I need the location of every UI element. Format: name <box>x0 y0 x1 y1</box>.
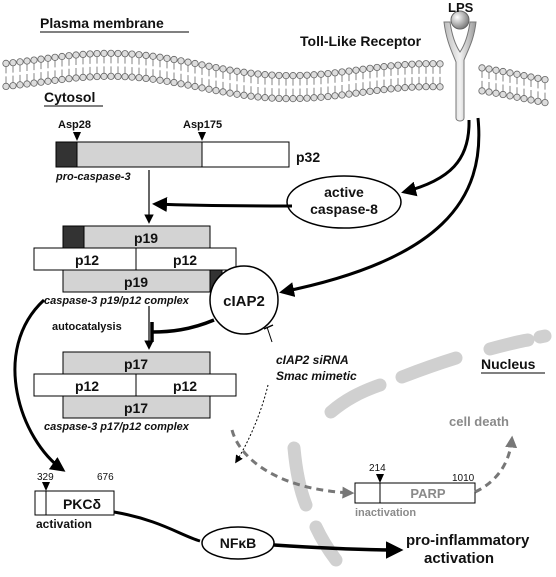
active-caspase-8: active caspase-8 <box>286 175 402 229</box>
svg-text:cIAP2: cIAP2 <box>223 293 265 310</box>
pkc-delta: 329 676 PKCδ activation <box>34 472 115 531</box>
sirna-label: cIAP2 siRNA <box>276 353 349 367</box>
svg-text:214: 214 <box>369 463 386 474</box>
lps-ligand <box>450 10 470 30</box>
asp28-label: Asp28 <box>58 119 91 131</box>
svg-text:PKCδ: PKCδ <box>63 496 101 512</box>
pro-inflammatory-activation-label: activation <box>424 550 494 567</box>
plasma-membrane-heading: Plasma membrane <box>40 15 164 31</box>
arrow-receptor-to-caspase8 <box>401 119 471 197</box>
nfkb: NFκB <box>201 526 275 560</box>
nuclear-envelope <box>287 329 552 567</box>
svg-text:caspase-3 p17/p12 complex: caspase-3 p17/p12 complex <box>44 421 190 433</box>
nucleus-heading: Nucleus <box>481 356 536 372</box>
svg-text:676: 676 <box>97 472 114 483</box>
plasma-membrane <box>2 49 549 107</box>
cell-death-label: cell death <box>449 414 509 429</box>
autocatalysis-label: autocatalysis <box>52 321 122 333</box>
svg-text:p12: p12 <box>75 252 99 268</box>
svg-text:inactivation: inactivation <box>355 507 416 519</box>
svg-text:caspase-3 p19/p12 complex: caspase-3 p19/p12 complex <box>44 295 190 307</box>
svg-text:active: active <box>324 184 364 200</box>
svg-text:1010: 1010 <box>452 473 475 484</box>
inhibition-ciap2-autocatalysis <box>151 318 215 334</box>
ciap2: cIAP2 <box>209 265 279 335</box>
arrow-parp-to-cell-death <box>474 435 518 494</box>
caspase-3-p17-p12-complex: p17 p12 p12 p17 caspase-3 p17/p12 comple… <box>33 351 237 433</box>
toll-like-receptor <box>443 10 477 122</box>
arrow-sirna-to-parp <box>235 384 269 464</box>
svg-text:329: 329 <box>37 472 54 483</box>
svg-text:p12: p12 <box>75 378 99 394</box>
pro-caspase-3: Asp28 Asp175 p32 pro-caspase-3 <box>55 119 320 183</box>
svg-text:p17: p17 <box>124 400 148 416</box>
parp: 214 1010 PARP inactivation <box>354 463 476 519</box>
arrow-receptor-to-ciap2 <box>279 117 481 297</box>
arrow-caspase-to-parp <box>230 429 355 499</box>
sirna-inhibition-bar <box>266 326 273 343</box>
receptor-label: Toll-Like Receptor <box>300 33 422 49</box>
svg-text:p19: p19 <box>124 274 148 290</box>
pro-caspase-caption: pro-caspase-3 <box>55 171 131 183</box>
pro-inflammatory-label: pro-inflammatory <box>406 532 530 549</box>
svg-text:p19: p19 <box>134 230 158 246</box>
svg-text:p12: p12 <box>173 252 197 268</box>
p32-label: p32 <box>296 149 320 165</box>
lps-label: LPS <box>448 0 474 15</box>
svg-text:p12: p12 <box>173 378 197 394</box>
arrow-caspase8-cleavage <box>152 196 293 212</box>
asp175-label: Asp175 <box>183 119 222 131</box>
arrow-nfkb-to-inflammation <box>273 541 404 559</box>
svg-text:PARP: PARP <box>410 486 445 501</box>
svg-text:caspase-8: caspase-8 <box>310 201 378 217</box>
svg-text:p17: p17 <box>124 356 148 372</box>
arrows <box>13 117 518 559</box>
caspase-3-p19-p12-complex: p19 p12 p12 p19 caspase-3 p19/p12 comple… <box>33 225 237 307</box>
cytosol-heading: Cytosol <box>44 89 95 105</box>
svg-text:activation: activation <box>36 517 92 531</box>
svg-text:NFκB: NFκB <box>220 535 257 551</box>
arrow-complex-to-pkc <box>13 298 66 472</box>
smac-label: Smac mimetic <box>276 369 357 383</box>
